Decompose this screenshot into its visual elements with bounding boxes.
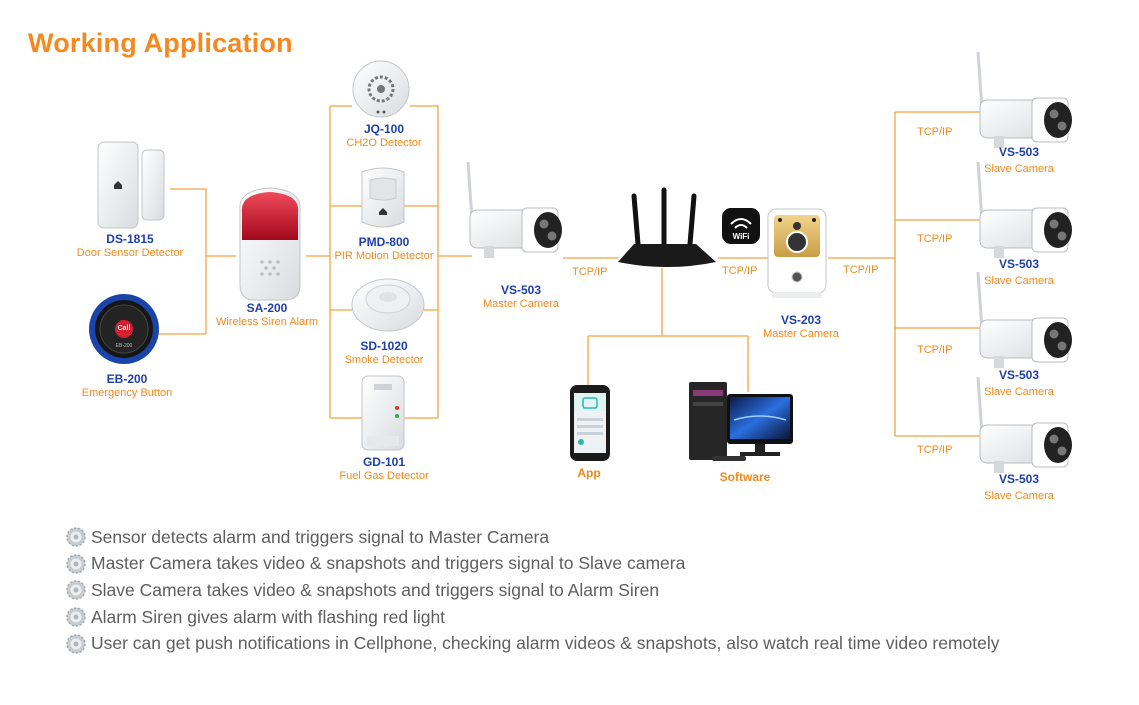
label-ch2o: JQ-100 CH2O Detector (346, 122, 422, 149)
emergency-call-text: Call (117, 325, 131, 332)
feature-text: Slave Camera takes video & snapshots and… (91, 579, 660, 600)
feature-text: Alarm Siren gives alarm with flashing re… (91, 606, 446, 627)
software-label: Software (719, 470, 771, 484)
model-slave-camera-4: VS-503 (998, 472, 1040, 486)
app-label: App (577, 466, 601, 480)
conn-master2-slaves: TCP/IP (843, 264, 879, 276)
siren-image (239, 187, 301, 301)
desc-door-sensor: Door Sensor Detector (76, 246, 184, 259)
line-router-to-clients (587, 268, 749, 392)
label-siren: SA-200 Wireless Siren Alarm (215, 301, 319, 328)
conn-router-master2: TCP/IP (722, 265, 758, 277)
model-slave-camera-1: VS-503 (998, 145, 1040, 159)
line-detector-return (404, 105, 439, 419)
label-slave-camera-4: VS-503 Slave Camera (984, 472, 1054, 502)
desc-slave-camera-3: Slave Camera (984, 385, 1054, 398)
slave-camera-2-image (976, 160, 1074, 260)
feature-text: User can get push notifications in Cellp… (91, 633, 1000, 654)
gear-icon (66, 527, 86, 548)
model-pir: PMD-800 (358, 235, 410, 249)
line-slave-bus (894, 111, 980, 437)
line-sensors-to-siren (154, 188, 207, 335)
feature-item: Alarm Siren gives alarm with flashing re… (66, 604, 1000, 631)
model-master-camera-1: VS-503 (500, 283, 542, 297)
conn-slave-1: TCP/IP (917, 126, 953, 138)
model-ch2o: JQ-100 (363, 122, 405, 136)
model-door-sensor: DS-1815 (106, 232, 154, 246)
desc-slave-camera-1: Slave Camera (984, 162, 1054, 175)
desc-master-camera-1: Master Camera (483, 297, 559, 310)
feature-list: Sensor detects alarm and triggers signal… (66, 524, 1000, 657)
desc-gas: Fuel Gas Detector (339, 469, 429, 482)
conn-master1-router: TCP/IP (572, 266, 608, 278)
gear-icon (66, 580, 86, 601)
emergency-button-image (89, 294, 159, 364)
model-master-camera-2: VS-203 (780, 313, 822, 327)
feature-item: User can get push notifications in Cellp… (66, 630, 1000, 657)
model-emergency-button: EB-200 (106, 372, 148, 386)
gear-icon (66, 607, 86, 627)
page-title: Working Application (28, 28, 293, 58)
label-smoke: SD-1020 Smoke Detector (344, 339, 424, 366)
feature-text: Master Camera takes video & snapshots an… (91, 553, 686, 574)
router-image (618, 187, 716, 267)
desc-smoke: Smoke Detector (344, 353, 424, 366)
label-emergency-button: EB-200 Emergency Button (81, 372, 173, 399)
label-gas: GD-101 Fuel Gas Detector (339, 455, 429, 482)
gear-icon (66, 554, 86, 574)
model-smoke: SD-1020 (360, 339, 408, 353)
conn-slave-2: TCP/IP (917, 233, 953, 245)
label-software: Software (719, 470, 771, 485)
label-door-sensor: DS-1815 Door Sensor Detector (76, 232, 184, 259)
desc-slave-camera-2: Slave Camera (984, 274, 1054, 287)
pir-detector-image (361, 167, 405, 228)
smartphone-image (570, 385, 610, 461)
conn-slave-4: TCP/IP (917, 444, 953, 456)
desc-pir: PIR Motion Detector (334, 249, 434, 262)
ch2o-detector-image (352, 60, 410, 118)
desc-master-camera-2: Master Camera (763, 327, 839, 340)
label-master-camera-2: VS-203 Master Camera (763, 313, 839, 340)
smoke-detector-image (351, 278, 425, 332)
label-slave-camera-2: VS-503 Slave Camera (984, 257, 1054, 287)
line-detector-bus (329, 105, 362, 419)
connection-lines (154, 105, 980, 437)
feature-item: Master Camera takes video & snapshots an… (66, 551, 1000, 578)
computer-image (689, 382, 793, 461)
label-slave-camera-1: VS-503 Slave Camera (984, 145, 1054, 175)
slave-camera-1-image (976, 50, 1074, 150)
conn-slave-3: TCP/IP (917, 344, 953, 356)
emergency-small-text: EB-200 (115, 343, 133, 349)
desc-siren: Wireless Siren Alarm (215, 315, 319, 328)
feature-text: Sensor detects alarm and triggers signal… (91, 526, 550, 547)
model-slave-camera-3: VS-503 (998, 368, 1040, 382)
model-siren: SA-200 (246, 301, 288, 315)
desc-emergency-button: Emergency Button (81, 386, 173, 399)
model-gas: GD-101 (362, 455, 406, 469)
wifi-badge-text: WiFi (733, 232, 750, 241)
master-camera-vs203-image (767, 208, 827, 298)
wifi-badge: WiFi (722, 208, 760, 244)
model-slave-camera-2: VS-503 (998, 257, 1040, 271)
label-app: App (577, 466, 601, 481)
master-camera-vs503-image (466, 160, 564, 260)
label-master-camera-1: VS-503 Master Camera (483, 283, 559, 310)
feature-item: Sensor detects alarm and triggers signal… (66, 524, 1000, 551)
gear-icon (66, 633, 86, 654)
gas-detector-image (361, 375, 405, 451)
label-pir: PMD-800 PIR Motion Detector (334, 235, 434, 262)
door-sensor-image (97, 141, 165, 229)
desc-slave-camera-4: Slave Camera (984, 489, 1054, 502)
label-slave-camera-3: VS-503 Slave Camera (984, 368, 1054, 398)
feature-item: Slave Camera takes video & snapshots and… (66, 577, 1000, 604)
desc-ch2o: CH2O Detector (346, 136, 422, 149)
